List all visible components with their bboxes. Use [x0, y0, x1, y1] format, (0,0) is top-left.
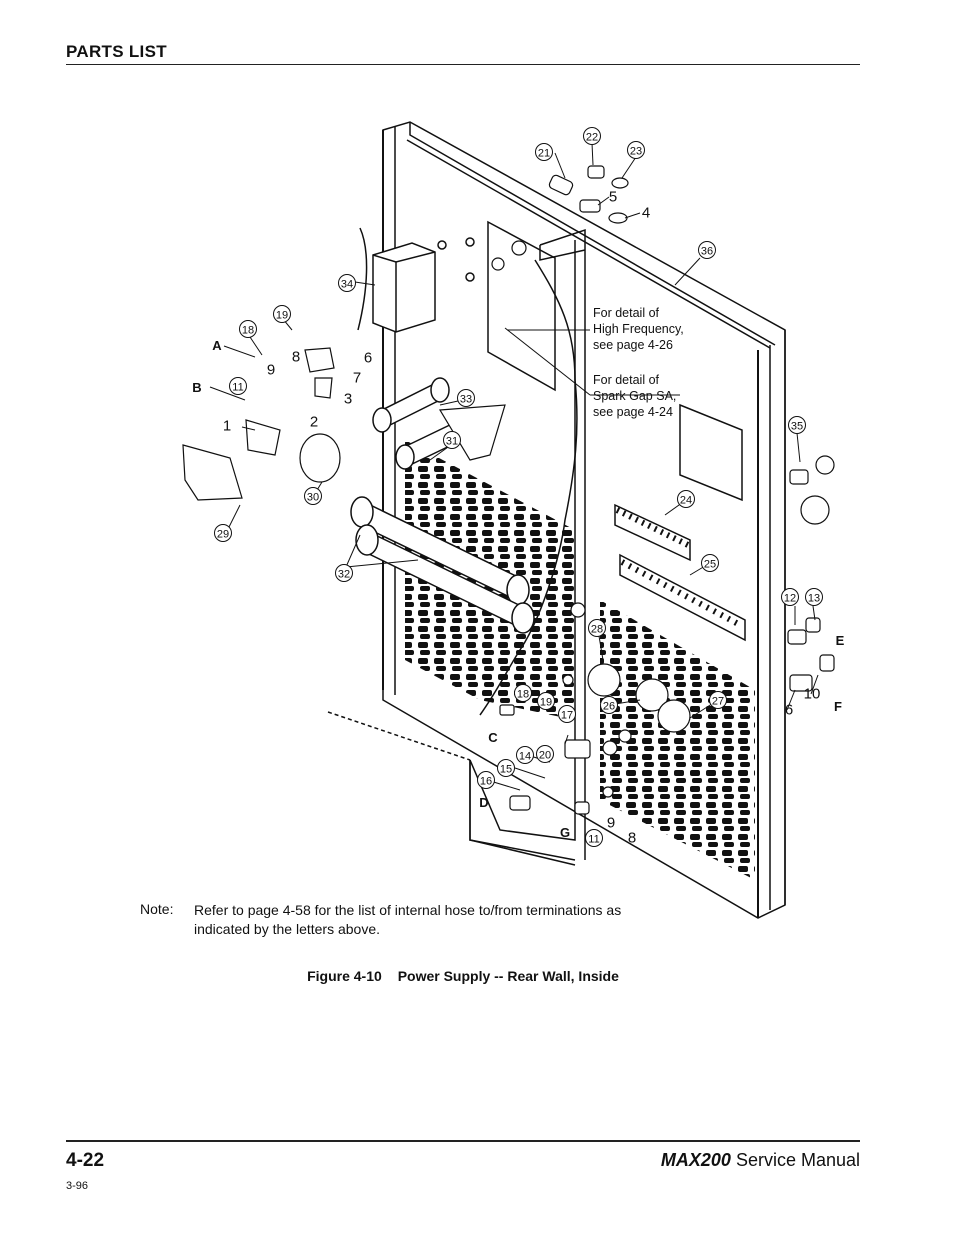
callout-number: 19 [276, 310, 288, 322]
hose-letter-label: C [488, 730, 498, 745]
callout-ring [588, 619, 606, 637]
callout-ring [304, 487, 322, 505]
callout-ring [239, 320, 257, 338]
callout-ring [497, 759, 515, 777]
callout-number: 19 [540, 697, 552, 709]
callout-number: 11 [232, 382, 243, 394]
hose-letter-label: B [192, 380, 201, 395]
callout-number: 17 [561, 710, 573, 722]
callout-number: 13 [808, 593, 820, 605]
sg-note-line-2: Spark Gap SA, [593, 389, 676, 403]
hf-note-line-2: High Frequency, [593, 322, 684, 336]
callout-number: 23 [630, 146, 642, 158]
callout-ring [698, 241, 716, 259]
callout-number: 4 [642, 205, 650, 222]
callout-ring [335, 564, 353, 582]
callout-number: 7 [353, 370, 361, 387]
sg-note-line-1: For detail of [593, 373, 660, 387]
callout-number: 2 [310, 414, 318, 431]
callout-number: 20 [539, 750, 551, 762]
callout-number: 21 [538, 148, 550, 160]
callout-number: 18 [242, 325, 254, 337]
callout-number: 15 [500, 764, 512, 776]
callout-number: 26 [603, 701, 615, 713]
callout-ring [535, 143, 553, 161]
callout-ring [781, 588, 799, 606]
note-text: Refer to page 4-58 for the list of inter… [194, 902, 622, 937]
callout-ring [583, 127, 601, 145]
callout-number: 18 [517, 689, 529, 701]
revision-date: 3-96 [66, 1180, 89, 1192]
note-label: Note: [140, 901, 174, 917]
sg-note-line-3: see page 4-24 [593, 405, 673, 419]
callout-number: 22 [586, 132, 598, 144]
callout-number: 6 [364, 350, 372, 367]
callout-ring [514, 684, 532, 702]
callout-ring [477, 771, 495, 789]
callout-ring [536, 745, 554, 763]
hose-letter-label: D [479, 795, 488, 810]
callout-ring [600, 696, 618, 714]
callout-number: 8 [628, 830, 636, 847]
footer-rule [66, 1140, 860, 1142]
callout-number: 32 [338, 569, 350, 581]
hose-letter-label: F [834, 699, 842, 714]
header-rule [66, 64, 860, 65]
hose-letter-label: A [212, 338, 222, 353]
callout-number: 34 [341, 279, 353, 291]
callout-ring [457, 389, 475, 407]
hose-letter-label: E [836, 633, 845, 648]
callout-ring [805, 588, 823, 606]
callout-number: 25 [704, 559, 716, 571]
callout-number: 28 [591, 624, 603, 636]
callout-number: 11 [588, 834, 599, 846]
callout-number: 12 [784, 593, 796, 605]
callout-number: 5 [609, 189, 617, 206]
callout-number: 9 [607, 815, 615, 832]
callout-ring [214, 524, 232, 542]
callout-ring [677, 490, 695, 508]
hf-note-line-1: For detail of [593, 306, 660, 320]
callout-number: 10 [804, 686, 821, 703]
callout-number: 16 [480, 776, 492, 788]
section-title: PARTS LIST [66, 42, 167, 61]
callout-number: 31 [446, 436, 458, 448]
callout-number: 6 [785, 702, 793, 719]
callout-number: 27 [712, 696, 724, 708]
callout-ring [709, 691, 727, 709]
hose-letter-label: G [560, 825, 570, 840]
callout-number: 9 [267, 362, 275, 379]
manual-label: Service Manual [735, 1150, 860, 1170]
callout-number: 3 [344, 391, 352, 408]
callout-ring [443, 431, 461, 449]
callout-number: 24 [680, 495, 692, 507]
figure-caption: Figure 4-10 Power Supply -- Rear Wall, I… [0, 968, 926, 984]
callout-ring [273, 305, 291, 323]
callout-ring [338, 274, 356, 292]
callout-number: 30 [307, 492, 319, 504]
callout-number: 35 [791, 421, 803, 433]
callout-ring [558, 705, 576, 723]
callout-ring [701, 554, 719, 572]
callout-number: 8 [292, 349, 300, 366]
page-number: 4-22 [66, 1150, 105, 1171]
callout-number: 33 [460, 394, 472, 406]
callout-number: 14 [519, 751, 531, 763]
manual-title: MAX200 Service Manual [661, 1150, 860, 1171]
figure-number: Figure 4-10 [307, 968, 382, 984]
callout-number: 29 [217, 529, 229, 541]
brand-name: MAX200 [660, 1150, 731, 1170]
hf-note-line-3: see page 4-26 [593, 338, 673, 352]
callout-number: 1 [223, 418, 231, 435]
figure-title: Power Supply -- Rear Wall, Inside [397, 968, 619, 984]
callout-ring [516, 746, 534, 764]
callout-number: 36 [701, 246, 713, 258]
callout-ring [585, 829, 603, 847]
callout-ring [627, 141, 645, 159]
callout-ring [229, 377, 247, 395]
callout-ring [537, 692, 555, 710]
callout-ring [788, 416, 806, 434]
